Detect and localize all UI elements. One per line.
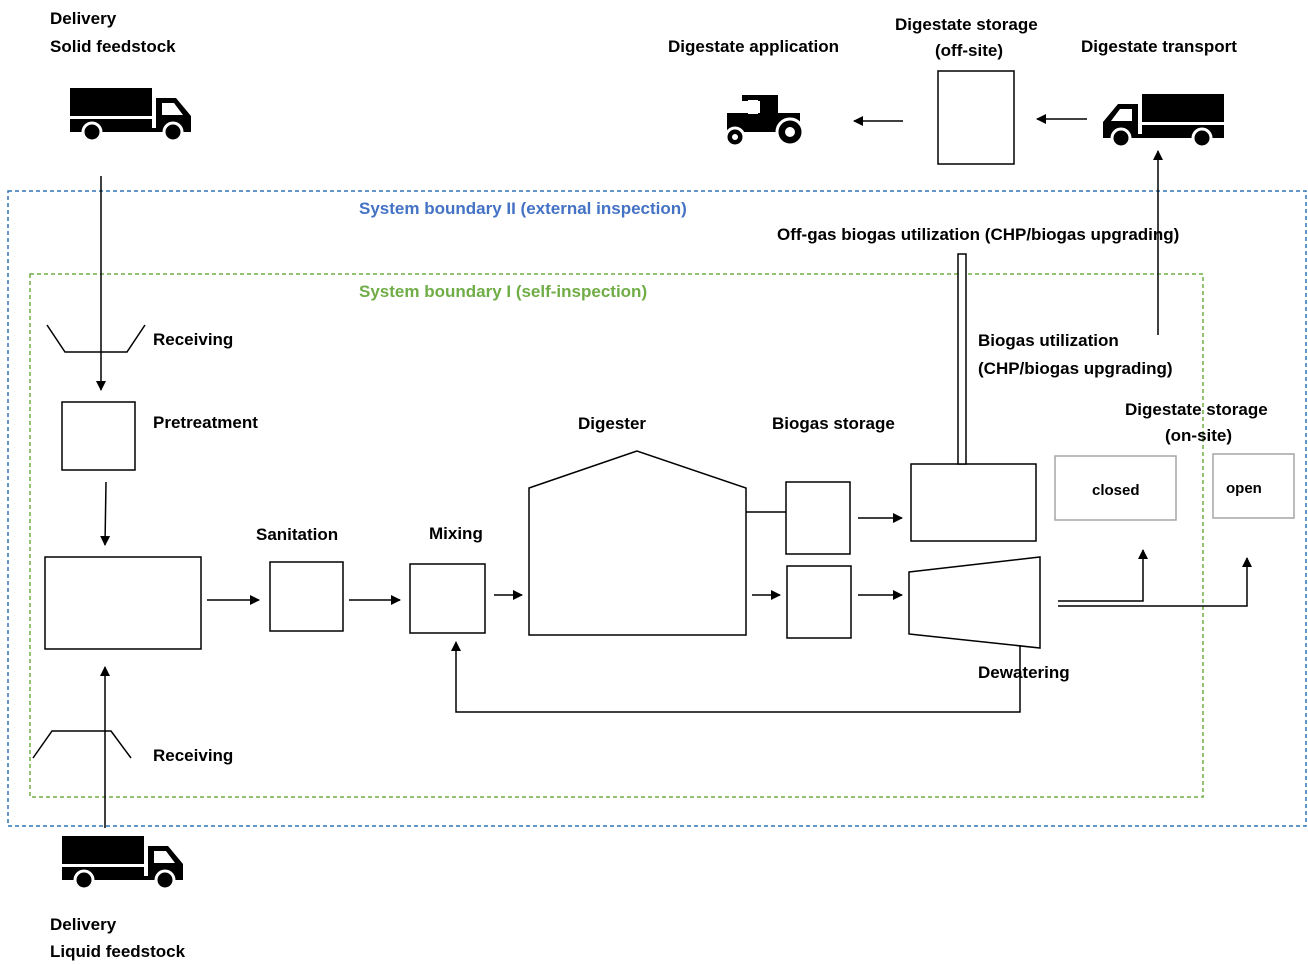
truck-icon (1101, 92, 1224, 148)
storage-open-box (1212, 453, 1295, 519)
digestate-buffer-box (786, 565, 852, 639)
storage-open-label: open (1226, 480, 1262, 497)
biogas-utilization-line2: (CHP/biogas upgrading) (978, 359, 1173, 378)
receiving-bottom-label: Receiving (153, 746, 233, 765)
biogas-storage-box (785, 481, 851, 555)
biogas-storage-label: Biogas storage (772, 414, 895, 433)
digestate-storage-offsite-box (937, 70, 1015, 165)
truck-icon (62, 834, 185, 890)
storage-closed-label: closed (1092, 482, 1140, 499)
delivery-solid-line1: Delivery (50, 9, 117, 28)
pretreatment-box (61, 401, 136, 471)
dewatering-label: Dewatering (978, 663, 1070, 682)
digester-shape (528, 450, 747, 636)
digestate-storage-onsite-line1: Digestate storage (1125, 400, 1268, 419)
dewatering-shape (908, 556, 1041, 649)
delivery-liquid-line2: Liquid feedstock (50, 942, 186, 961)
receiving-top-label: Receiving (153, 330, 233, 349)
arrow-pretreatment-down (100, 481, 111, 546)
digestate-application-label: Digestate application (668, 37, 839, 56)
receiving-hopper-bottom (32, 730, 132, 759)
sanitation-label: Sanitation (256, 525, 338, 544)
digestate-line-closed (1058, 549, 1148, 602)
mixing-box (409, 563, 486, 634)
offgas-chimney (957, 253, 967, 465)
biogas-utilization-line1: Biogas utilization (978, 331, 1119, 350)
digestate-storage-offsite-line1: Digestate storage (895, 15, 1038, 34)
delivery-solid-line2: Solid feedstock (50, 37, 176, 56)
boundary-outer-label: System boundary II (external inspection) (359, 199, 687, 218)
receiving-hopper-top (46, 324, 146, 353)
boundary-inner-label: System boundary I (self-inspection) (359, 282, 647, 301)
digestate-storage-onsite-line2: (on-site) (1165, 426, 1232, 445)
system-boundary-inner (29, 273, 1204, 798)
digestate-line-open (1058, 557, 1252, 607)
delivery-liquid-line1: Delivery (50, 915, 117, 934)
digester-label: Digester (578, 414, 646, 433)
offgas-utilization-label: Off-gas biogas utilization (CHP/biogas u… (777, 225, 1179, 244)
tractor-icon (724, 95, 805, 148)
reception-tank-box (44, 556, 202, 650)
sanitation-box (269, 561, 344, 632)
mixing-label: Mixing (429, 524, 483, 543)
truck-icon (70, 86, 193, 142)
recycle-line (451, 641, 1021, 713)
storage-closed-box (1054, 455, 1177, 521)
digestate-storage-offsite-line2: (off-site) (935, 41, 1003, 60)
pretreatment-label: Pretreatment (153, 413, 258, 432)
chp-box (910, 463, 1037, 542)
digestate-transport-label: Digestate transport (1081, 37, 1237, 56)
